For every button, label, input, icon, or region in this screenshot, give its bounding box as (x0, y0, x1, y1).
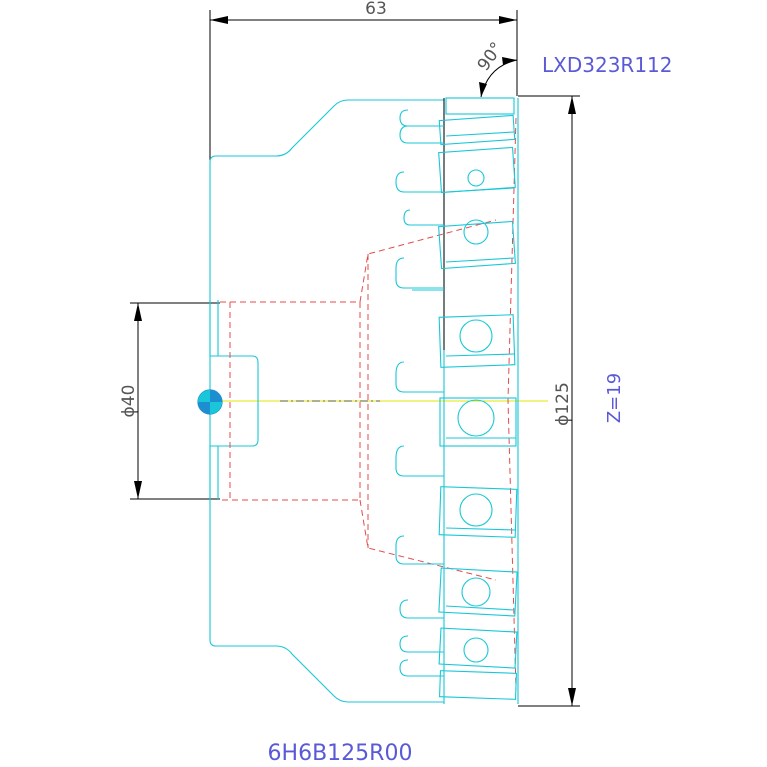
angle-label: 90° (474, 39, 508, 75)
cutter-body-outline (209, 99, 444, 703)
model-label-bottom: 6H6B125R00 (268, 741, 413, 766)
datum-marker-icon (197, 389, 223, 415)
hidden-lines (220, 117, 517, 691)
model-label-top: LXD323R112 (542, 53, 673, 77)
width-dimension-label: 63 (365, 0, 387, 19)
angle-dimension: 90° (474, 39, 518, 98)
teeth-count-label: Z=19 (604, 373, 625, 423)
outer-diameter-dimension: ϕ125 (518, 95, 580, 707)
teeth-pattern (395, 97, 519, 704)
bore-diameter-dimension: ϕ40 (119, 302, 220, 500)
outer-diameter-label: ϕ125 (553, 382, 573, 426)
bore-diameter-label: ϕ40 (119, 385, 139, 418)
width-dimension: 63 (209, 0, 518, 160)
